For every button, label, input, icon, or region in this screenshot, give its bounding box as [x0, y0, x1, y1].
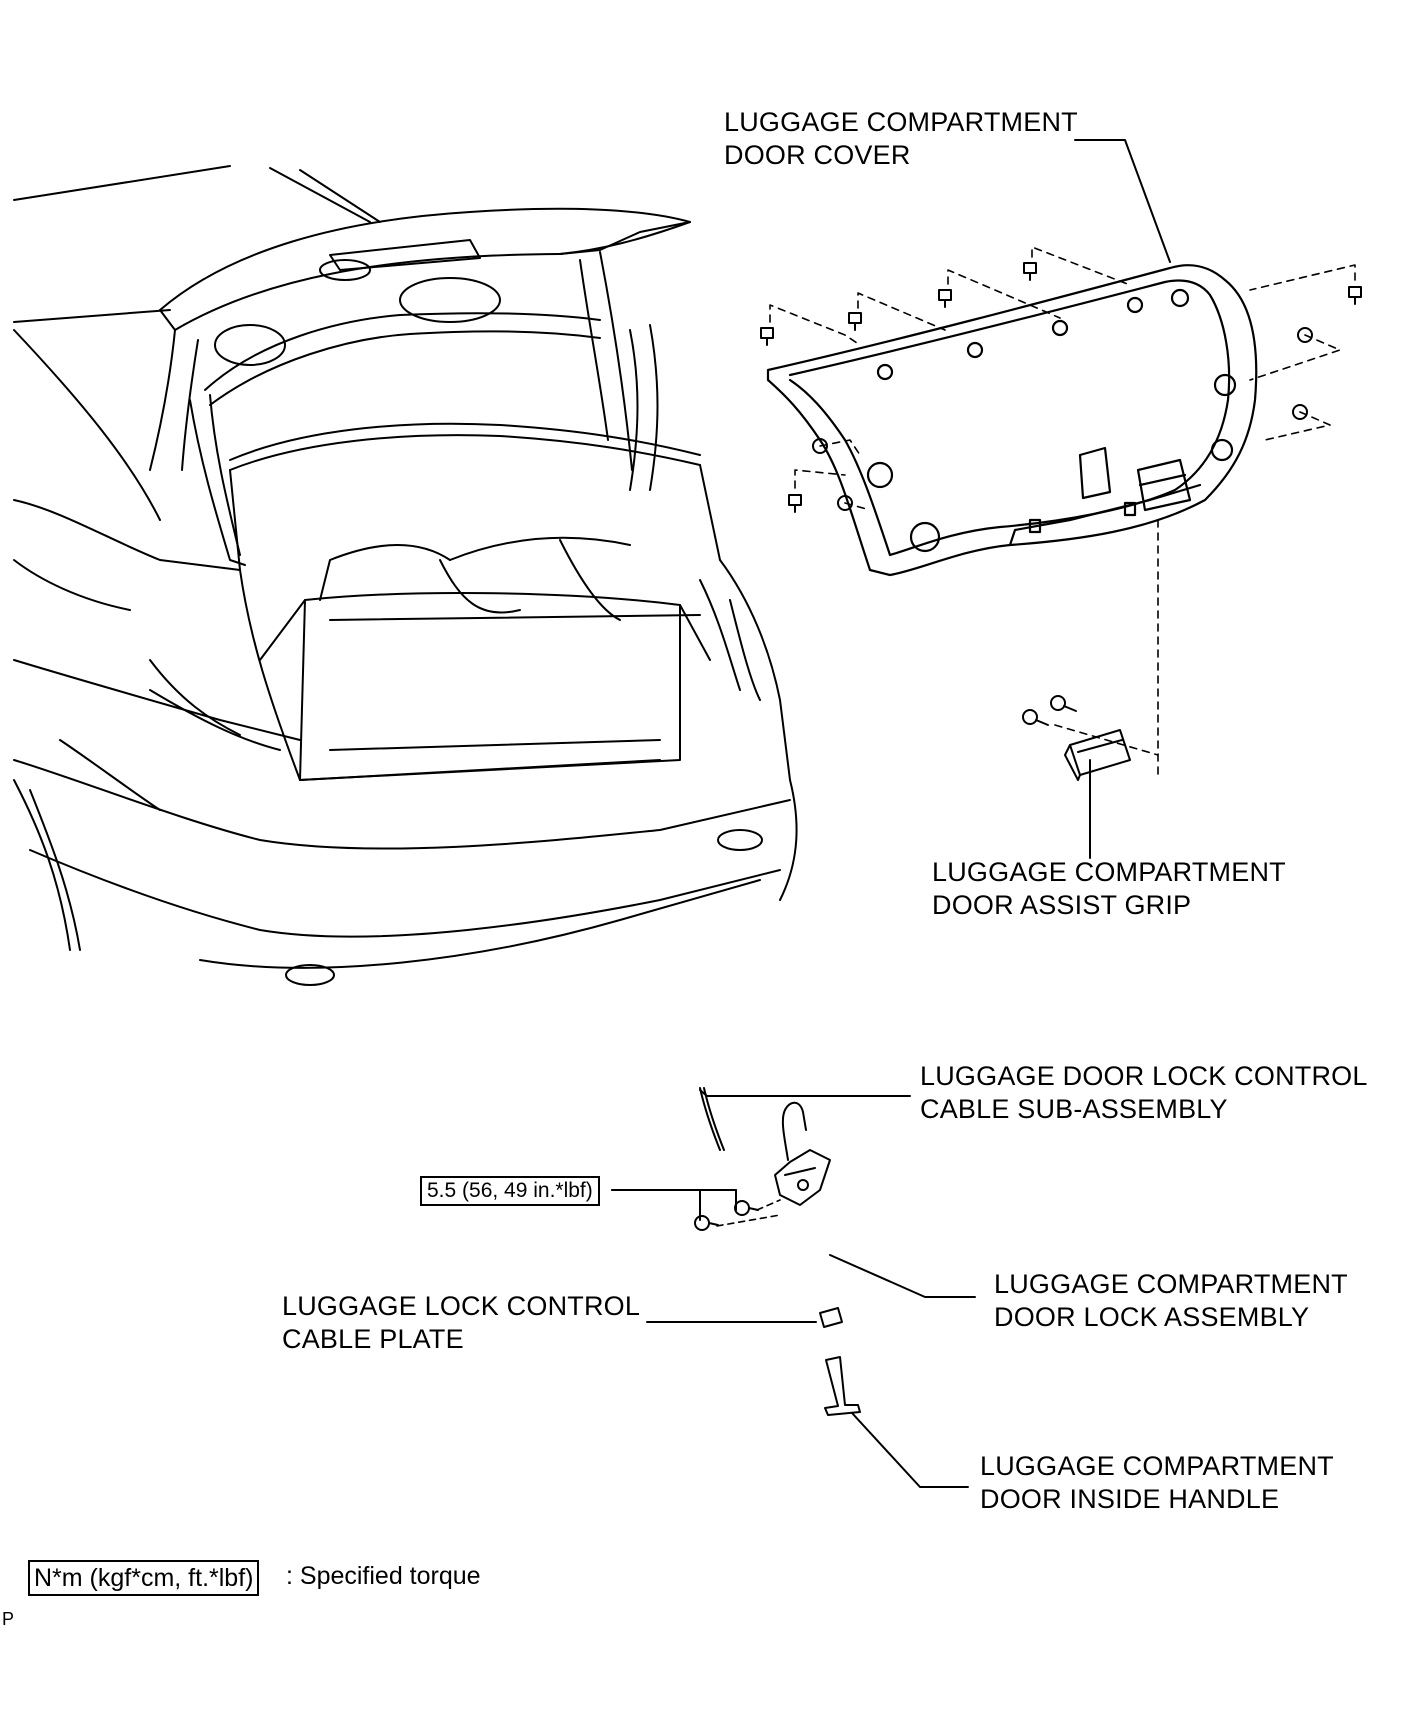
door-cover-panel: [766, 264, 1258, 577]
label-cable-sub-assembly: LUGGAGE DOOR LOCK CONTROL CABLE SUB-ASSE…: [920, 1061, 1368, 1124]
clip: [848, 312, 862, 331]
clip: [760, 327, 774, 346]
label-lock-assembly: LUGGAGE COMPARTMENT DOOR LOCK ASSEMBLY: [994, 1269, 1348, 1332]
clip: [1348, 286, 1362, 305]
clip: [1297, 327, 1313, 343]
label-assist-grip: LUGGAGE COMPARTMENT DOOR ASSIST GRIP: [932, 857, 1286, 920]
legend-torque-unit-box: N*m (kgf*cm, ft.*lbf): [28, 1560, 260, 1596]
clip-leader-lines: [769, 246, 1356, 776]
clip: [1023, 262, 1037, 281]
label-cable-plate: LUGGAGE LOCK CONTROL CABLE PLATE: [282, 1291, 641, 1354]
label-inside-handle: LUGGAGE COMPARTMENT DOOR INSIDE HANDLE: [980, 1451, 1334, 1514]
torque-spec-box: 5.5 (56, 49 in.*lbf): [420, 1176, 600, 1206]
label-door-cover: LUGGAGE COMPARTMENT DOOR COVER: [724, 107, 1078, 170]
legend-description: : Specified torque: [286, 1562, 481, 1590]
clip: [938, 289, 952, 308]
assist-grip-part: [1022, 695, 1131, 781]
lock-parts: [694, 1087, 861, 1416]
panel-clips: [760, 262, 1362, 513]
grip-screw: [1050, 695, 1077, 712]
clip: [1292, 404, 1308, 420]
clip: [837, 495, 853, 511]
leader-lines: [611, 139, 1171, 1488]
grip-screw: [1022, 709, 1049, 726]
lock-bolt: [694, 1215, 719, 1231]
clip: [812, 438, 828, 454]
lock-bolt: [734, 1200, 759, 1216]
clip: [788, 494, 802, 513]
figure-code: P: [2, 1609, 15, 1629]
car-illustration: [13, 165, 798, 986]
lock-dashed-lines: [716, 1199, 781, 1227]
